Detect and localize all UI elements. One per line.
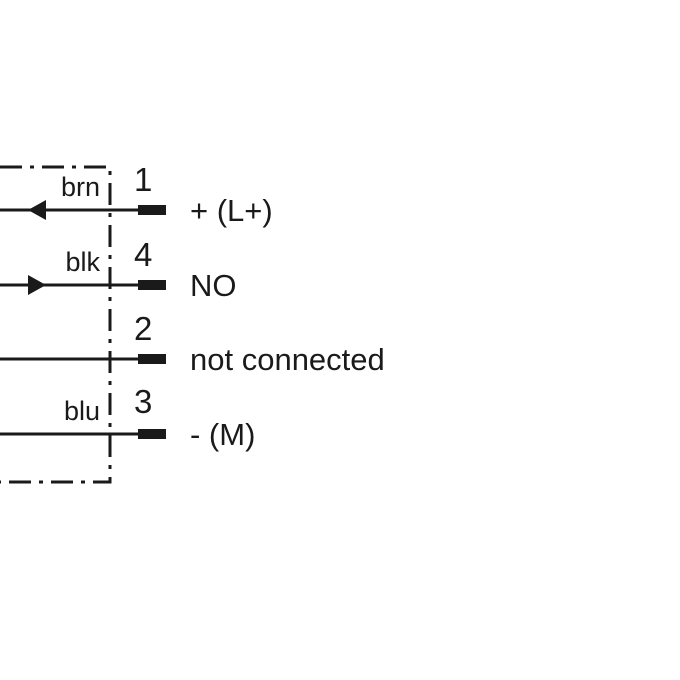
- pin-contact: [138, 429, 166, 439]
- pin-number: 4: [134, 236, 152, 273]
- wire-color-label: blu: [64, 396, 100, 426]
- signal-label: + (L+): [190, 193, 273, 228]
- signal-label: not connected: [190, 342, 385, 377]
- arrow-left-icon: [28, 200, 46, 220]
- pin-contact: [138, 354, 166, 364]
- pin-number: 1: [134, 161, 152, 198]
- wire-row-3: 2 not connected: [0, 310, 385, 377]
- housing-outline: [0, 165, 112, 484]
- wire-color-label: blk: [65, 247, 100, 277]
- pin-number: 2: [134, 310, 152, 347]
- wire-row-1: brn 1 + (L+): [0, 161, 273, 228]
- signal-label: NO: [190, 268, 237, 303]
- pin-contact: [138, 205, 166, 215]
- pin-number: 3: [134, 383, 152, 420]
- wire-row-4: blu 3 - (M): [0, 383, 255, 452]
- signal-label: - (M): [190, 417, 255, 452]
- pin-contact: [138, 280, 166, 290]
- wire-color-label: brn: [61, 172, 100, 202]
- arrow-right-icon: [28, 275, 46, 295]
- wire-row-2: blk 4 NO: [0, 236, 237, 303]
